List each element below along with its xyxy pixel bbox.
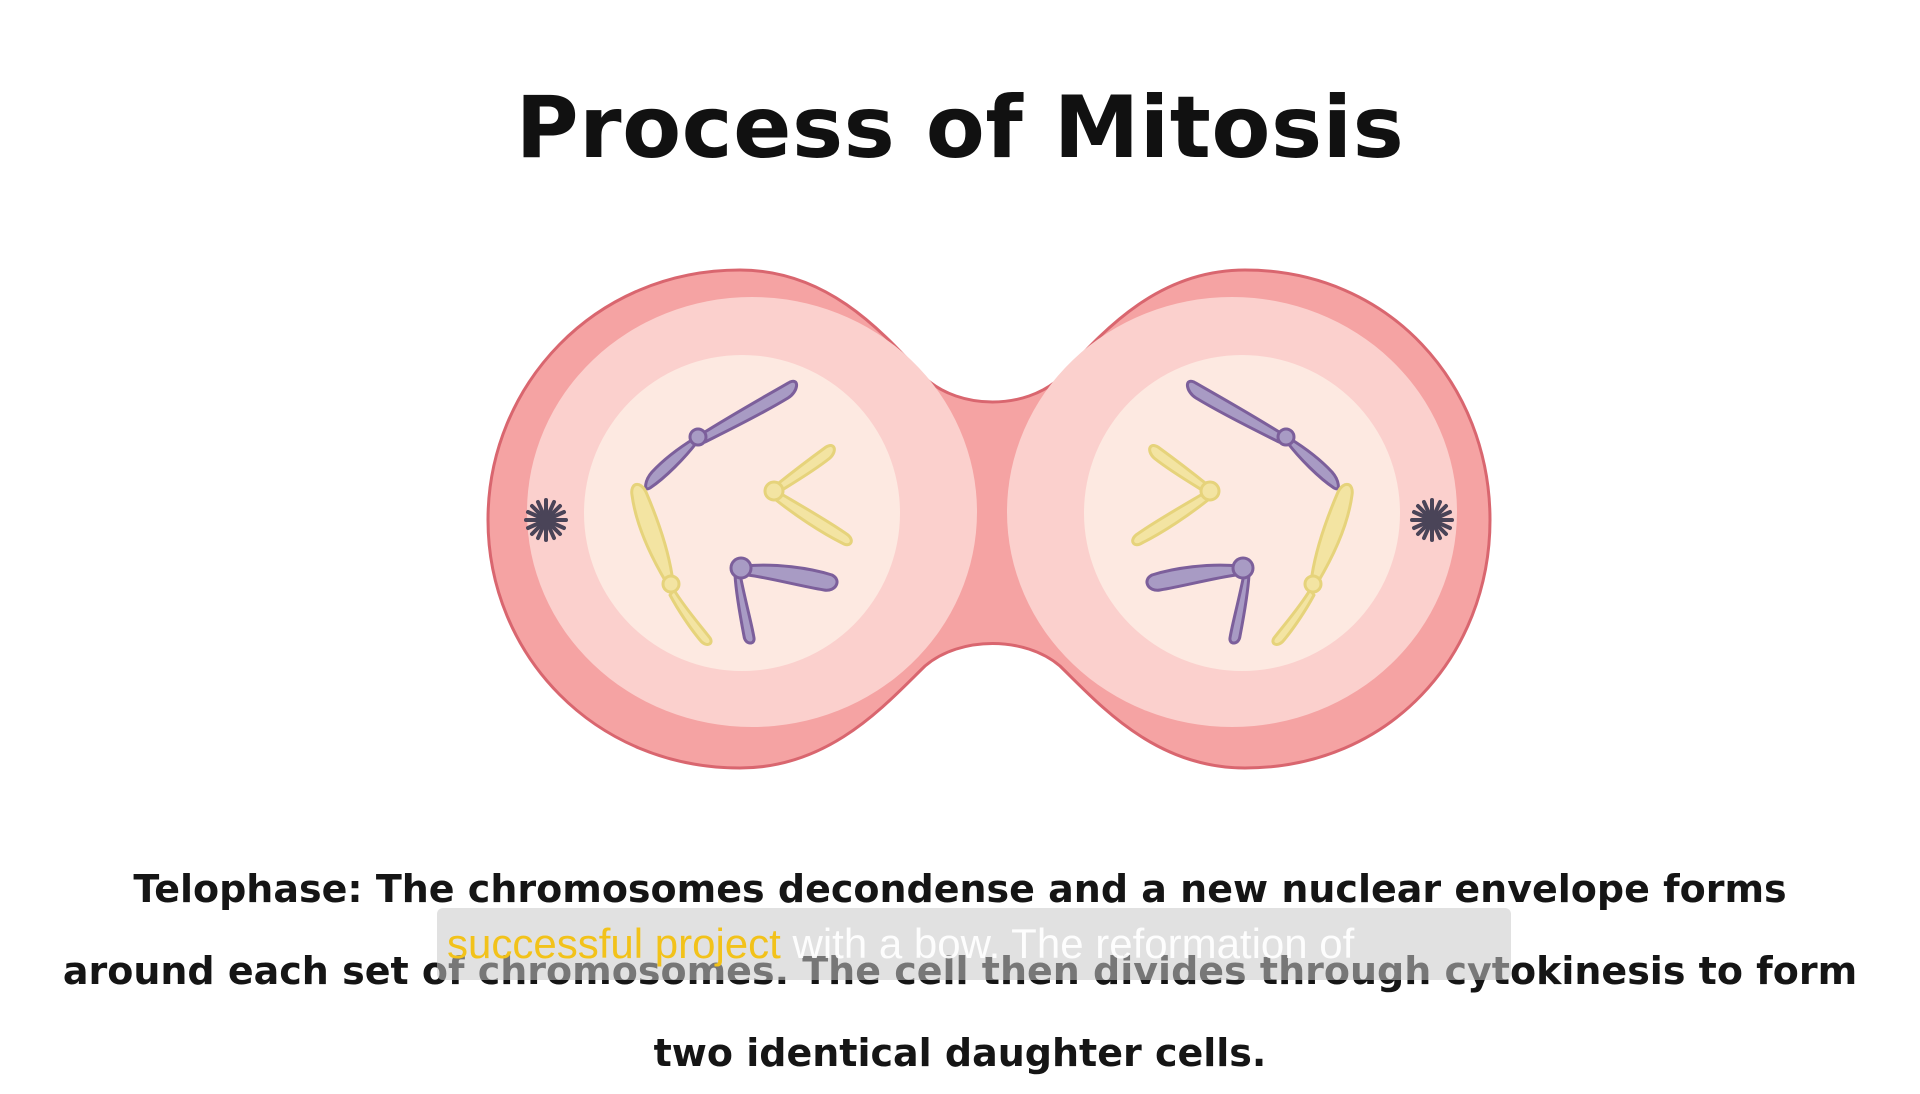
left-chromosome-yellow-long [630,483,713,646]
page-title: Process of Mitosis [515,78,1405,178]
video-caption: successful project with a bow. The refor… [437,908,1511,980]
left-chromosome-purple-bottom [729,556,839,645]
left-chromosome-yellow-v [763,443,853,547]
left-chromosome-purple-top [644,379,798,491]
right-chromosome-purple-top [1186,379,1340,491]
right-chromosome-purple-bottom [1145,556,1255,645]
left-centrosome-icon [524,498,568,542]
right-chromosome-yellow-long [1271,483,1354,646]
caption-highlighted-text: successful project [447,920,781,967]
caption-text: with a bow. The reformation of [780,920,1355,967]
right-chromosome-yellow-v [1131,443,1221,547]
right-centrosome-icon [1410,498,1454,542]
right-nucleus [1084,355,1400,671]
left-nucleus [584,355,900,671]
